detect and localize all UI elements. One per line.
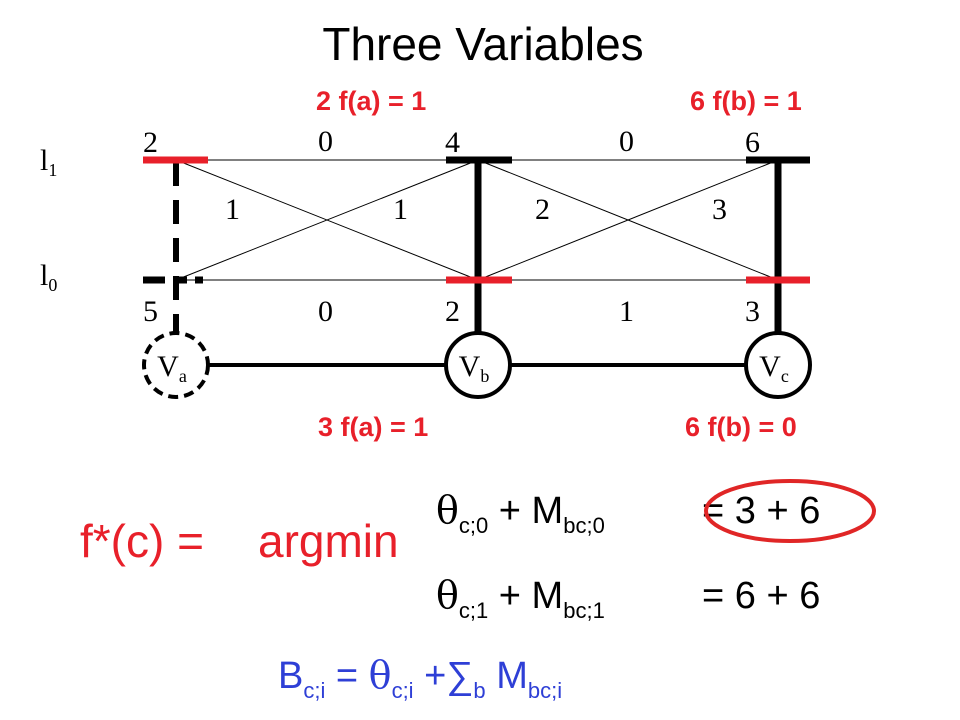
- slide-title: Three Variables: [322, 18, 643, 70]
- pairwise-bc-01: 3: [712, 193, 727, 226]
- pairwise-ab-11: 0: [318, 125, 333, 158]
- formula-row-0-value: = 3 + 6: [702, 490, 820, 532]
- message-bottom-right: 6 f(b) = 0: [685, 412, 797, 442]
- formula-row-1-value: = 6 + 6: [702, 575, 820, 617]
- pairwise-ab-10: 1: [225, 193, 240, 226]
- pairwise-bc-11: 0: [619, 125, 634, 158]
- pairwise-potentials: 0 1 1 0 0 2 3 1: [225, 125, 727, 328]
- formula-lhs: f*(c) =: [80, 515, 204, 567]
- belief-equation: Bc;i = θc;i +∑b Mbc;i: [278, 653, 562, 703]
- selected-ellipse: [704, 479, 876, 543]
- pairwise-ab-00: 0: [318, 295, 333, 328]
- pairwise-ab-01: 1: [393, 193, 408, 226]
- edge-ab-01: [175, 159, 479, 281]
- unary-b1: 4: [445, 126, 460, 159]
- pairwise-bc-10: 2: [535, 193, 550, 226]
- unary-a1: 2: [143, 126, 158, 159]
- message-bottom-left: 3 f(a) = 1: [318, 412, 428, 442]
- edge-bc-01: [477, 159, 779, 281]
- node-vb-label: Vb: [459, 350, 490, 386]
- node-vc: [744, 331, 812, 399]
- formula-row-1: θc;1 + Mbc;1: [436, 573, 605, 623]
- unary-b0: 2: [445, 295, 460, 328]
- node-va-label: Va: [157, 350, 187, 386]
- pairwise-bc-00: 1: [619, 295, 634, 328]
- row-label-l0: l0: [40, 259, 57, 295]
- message-top-left: 2 f(a) = 1: [316, 86, 426, 116]
- formula-argmin: argmin: [258, 515, 399, 567]
- unary-c0: 3: [745, 295, 760, 328]
- unary-c1: 6: [745, 126, 760, 159]
- node-vb: [444, 331, 512, 399]
- pairwise-edges: [175, 159, 779, 281]
- node-va: [142, 331, 210, 399]
- unary-potentials: 2 4 6 5 2 3: [143, 126, 760, 328]
- row-label-l1: l1: [40, 144, 57, 180]
- node-vc-label: Vc: [759, 350, 789, 386]
- message-top-right: 6 f(b) = 1: [690, 86, 802, 116]
- formula-row-0: θc;0 + Mbc;0: [436, 488, 605, 538]
- unary-a0: 5: [143, 295, 158, 328]
